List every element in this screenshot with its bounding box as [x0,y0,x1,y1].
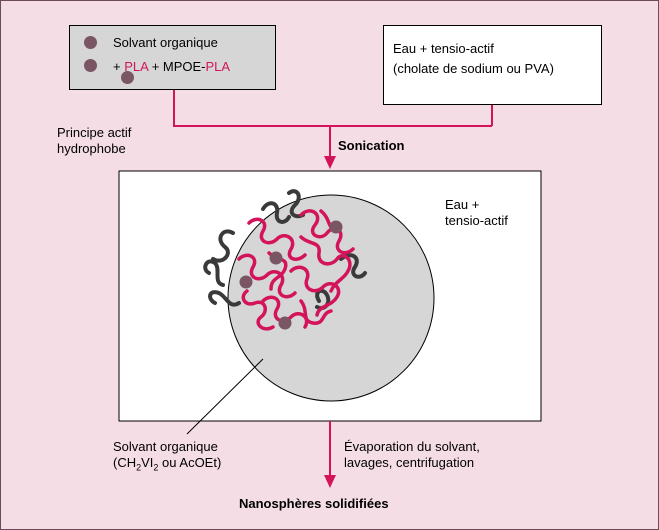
drug-dot-small [121,71,134,84]
water-line-1: Eau + tensio-actif [393,41,494,56]
solvent-label-line-1: Solvant organique [113,439,218,454]
water-line-2: (cholate de sodium ou PVA) [393,61,554,76]
solvent-pointer-line [186,358,264,435]
left-connector [173,89,492,127]
solvent-label-line-2: (CH2VI2 ou AcOEt) [113,455,221,476]
water-surfactant-line-1: Eau + [445,197,480,212]
pla-label-2: PLA [205,59,231,74]
organic-plus: + [113,59,125,74]
bullet-dot-2 [84,59,97,72]
mpoe-label: + MPOE- [148,59,206,74]
water-surfactant-line-2: tensio-actif [445,213,508,228]
drug-dots [239,220,343,330]
organic-line-2: + PLA + MPOE-PLA [113,59,230,75]
sonication-label: Sonication [338,138,405,153]
principe-actif-line-1: Principe actif [57,125,132,140]
solvent-formula-vi: VI [141,455,154,470]
evaporation-arrow-head [324,475,336,488]
aqueous-phase-box [383,25,602,105]
organic-line-1: Solvant organique [113,35,218,50]
bullet-dot-1 [84,36,97,49]
solvent-formula-close: ou AcOEt) [158,455,222,470]
principe-actif-line-2: hydrophobe [57,141,126,156]
evaporation-line-2: lavages, centrifugation [344,455,475,470]
evaporation-line-1: Évaporation du solvant, [344,439,480,454]
organic-phase-box [69,25,276,90]
pla-label: PLA [124,59,149,74]
solvent-formula-open: (CH [113,455,137,470]
subscript-2b: 2 [153,462,159,473]
solvent-droplet [227,194,435,402]
subscript-2a: 2 [136,462,142,473]
nanospheres-label: Nanosphères solidifiées [239,496,389,511]
sonication-arrow-head [324,156,336,169]
